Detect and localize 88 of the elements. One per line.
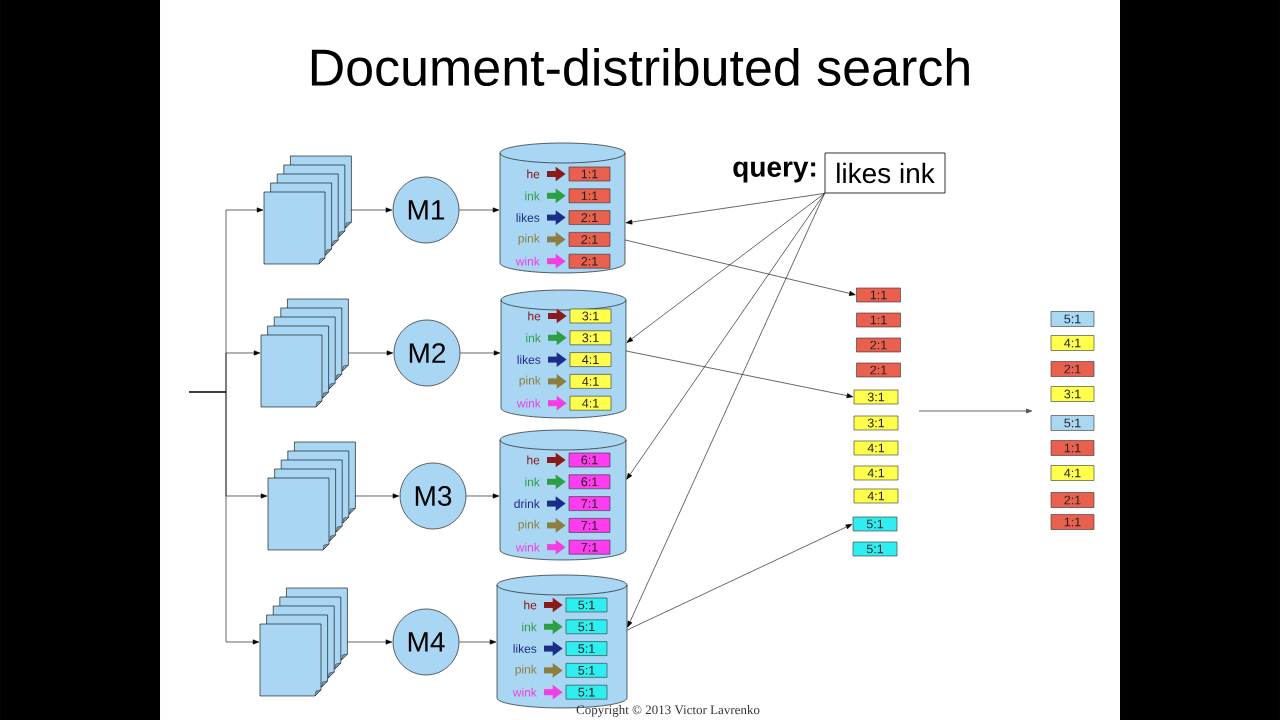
posting-box: 6:1 bbox=[568, 474, 611, 490]
arrow bbox=[626, 524, 853, 631]
circle-node: M4 bbox=[392, 608, 460, 676]
term-label: he bbox=[527, 455, 540, 465]
term-label: wink bbox=[512, 687, 537, 697]
posting-box: 3:1 bbox=[569, 308, 612, 324]
posting-box: 3:1 bbox=[1050, 386, 1095, 402]
posting-box: 4:1 bbox=[853, 440, 899, 456]
document-stack bbox=[259, 587, 348, 697]
arrow bbox=[624, 239, 856, 296]
circle-node: M2 bbox=[393, 319, 461, 387]
posting-box: 1:1 bbox=[856, 287, 901, 303]
arrow bbox=[460, 350, 501, 356]
document-stack bbox=[260, 298, 349, 408]
posting-box: 4:1 bbox=[569, 395, 612, 411]
term-label: he bbox=[528, 311, 541, 321]
posting-box: 5:1 bbox=[852, 516, 898, 532]
posting-box: 2:1 bbox=[568, 232, 611, 247]
term-label: ink bbox=[525, 191, 540, 201]
posting-box: 4:1 bbox=[569, 352, 612, 367]
arrow bbox=[346, 639, 393, 645]
arrow bbox=[625, 193, 825, 225]
term-label: he bbox=[524, 600, 537, 610]
posting-box: 4:1 bbox=[569, 374, 612, 389]
title: Document-distributed search bbox=[311, 47, 969, 87]
posting-box: 5:1 bbox=[565, 597, 608, 613]
posting-box: 4:1 bbox=[1050, 335, 1095, 351]
posting-box: 5:1 bbox=[852, 541, 898, 557]
circle-node: M3 bbox=[399, 462, 467, 530]
arrow bbox=[459, 639, 497, 645]
posting-box: 3:1 bbox=[569, 330, 612, 346]
posting-box: 4:1 bbox=[853, 465, 899, 481]
posting-box: 7:1 bbox=[568, 539, 611, 555]
posting-box: 5:1 bbox=[1050, 415, 1095, 431]
term-label: pink bbox=[515, 664, 537, 676]
term-label: pink bbox=[518, 233, 540, 245]
posting-box: 2:1 bbox=[856, 337, 901, 353]
posting-box: 5:1 bbox=[565, 619, 608, 635]
arrow bbox=[627, 193, 825, 628]
posting-box: 2:1 bbox=[856, 362, 901, 378]
term-label: pink bbox=[518, 519, 540, 531]
posting-box: 1:1 bbox=[1050, 440, 1095, 456]
posting-box: 3:1 bbox=[853, 415, 899, 431]
term-label: pink bbox=[519, 375, 541, 387]
arrow bbox=[354, 493, 400, 499]
arrow bbox=[626, 193, 825, 480]
posting-box: 1:1 bbox=[1050, 514, 1095, 530]
term-label: likes bbox=[517, 355, 541, 364]
term-label: wink bbox=[516, 398, 541, 408]
term-label: likes bbox=[513, 644, 537, 653]
posting-box: 7:1 bbox=[568, 518, 611, 533]
posting-box: 7:1 bbox=[568, 496, 611, 511]
arrow bbox=[625, 350, 854, 399]
posting-box: 2:1 bbox=[1050, 492, 1095, 508]
posting-box: 1:1 bbox=[856, 312, 901, 328]
posting-box: 2:1 bbox=[568, 210, 611, 225]
document-stack bbox=[263, 155, 352, 265]
posting-box: 3:1 bbox=[853, 389, 899, 405]
posting-box: 1:1 bbox=[568, 166, 611, 182]
arrow bbox=[188, 391, 260, 645]
posting-box: 1:1 bbox=[568, 188, 611, 204]
term-label: wink bbox=[515, 542, 540, 552]
term-label: ink bbox=[526, 333, 541, 343]
posting-box: 2:1 bbox=[568, 253, 611, 269]
posting-box: 6:1 bbox=[568, 452, 611, 468]
term-label: he bbox=[527, 169, 540, 179]
query-label: query: bbox=[733, 161, 816, 183]
posting-box: 4:1 bbox=[853, 488, 899, 504]
term-label: likes bbox=[516, 213, 540, 222]
arrow bbox=[350, 207, 393, 213]
term-label: ink bbox=[522, 622, 537, 632]
arrow bbox=[626, 193, 825, 343]
term-label: ink bbox=[525, 477, 540, 487]
circle-node: M1 bbox=[392, 176, 460, 244]
arrow bbox=[347, 350, 394, 356]
term-label: drink bbox=[514, 499, 540, 508]
arrow bbox=[459, 207, 500, 213]
document-stack bbox=[267, 441, 356, 551]
posting-box: 4:1 bbox=[1050, 465, 1095, 481]
copyright-text: Copyright © 2013 Victor Lavrenko bbox=[576, 705, 760, 717]
term-label: wink bbox=[515, 256, 540, 266]
posting-box: 5:1 bbox=[565, 663, 608, 678]
arrow bbox=[466, 493, 500, 499]
posting-box: 5:1 bbox=[565, 684, 608, 700]
posting-box: 2:1 bbox=[1050, 361, 1095, 377]
posting-box: 5:1 bbox=[1050, 311, 1095, 327]
query-box: likes ink bbox=[824, 152, 946, 194]
posting-box: 5:1 bbox=[565, 641, 608, 656]
